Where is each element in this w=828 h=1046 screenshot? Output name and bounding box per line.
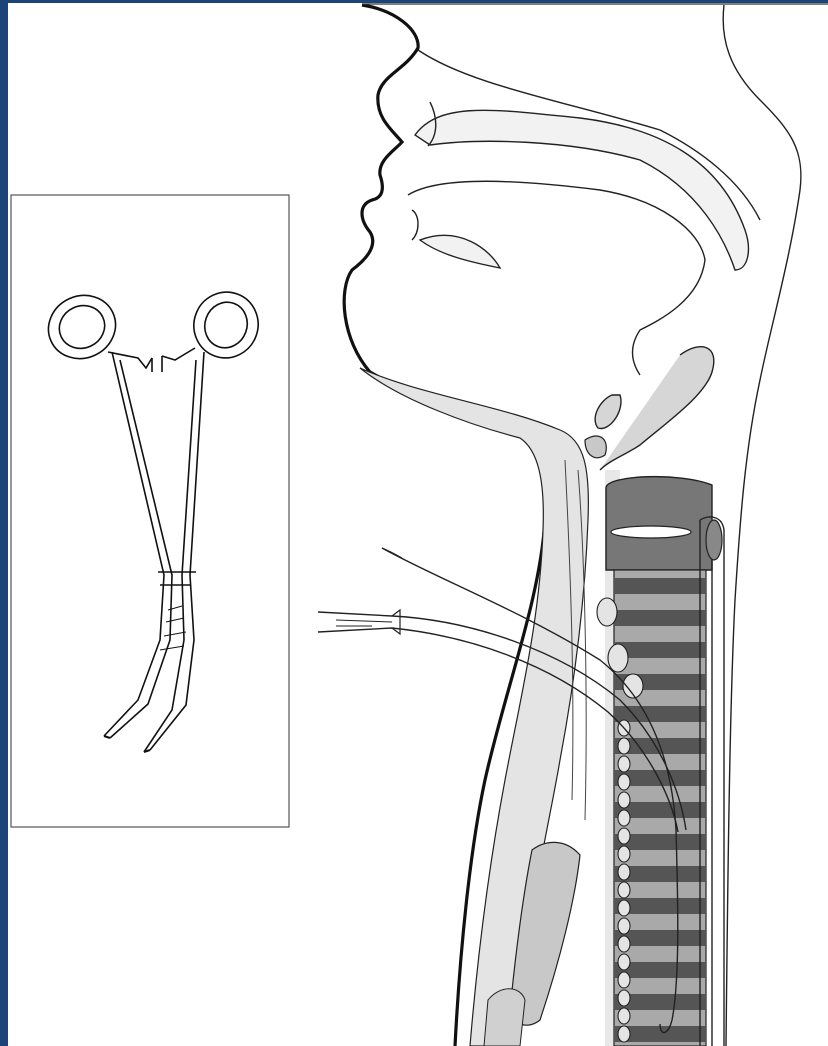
anterior-neck-tissue: [360, 368, 606, 1046]
tracheal-ring: [614, 610, 706, 626]
instrument-inset: [11, 195, 289, 827]
trachea: [597, 470, 724, 1046]
tracheal-rings: [614, 578, 706, 1042]
tracheal-ring: [614, 578, 706, 594]
